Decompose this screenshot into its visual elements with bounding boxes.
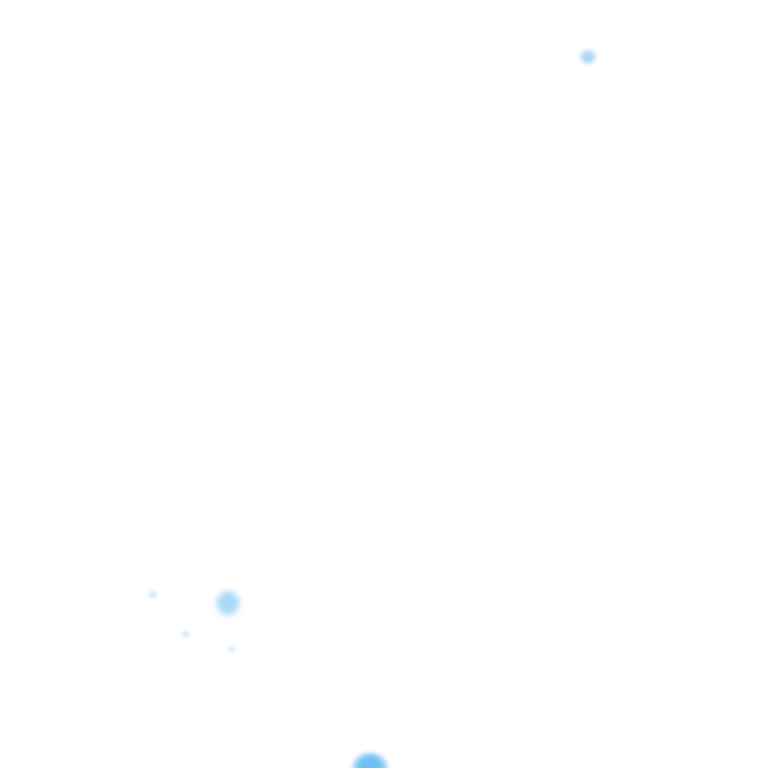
blue-paint-speck (148, 591, 158, 598)
blue-paint-blob (352, 753, 388, 768)
blue-paint-blob (216, 590, 240, 616)
blue-paint-blob (580, 50, 596, 64)
blue-paint-speck (181, 631, 190, 637)
blue-paint-speck (227, 647, 236, 652)
